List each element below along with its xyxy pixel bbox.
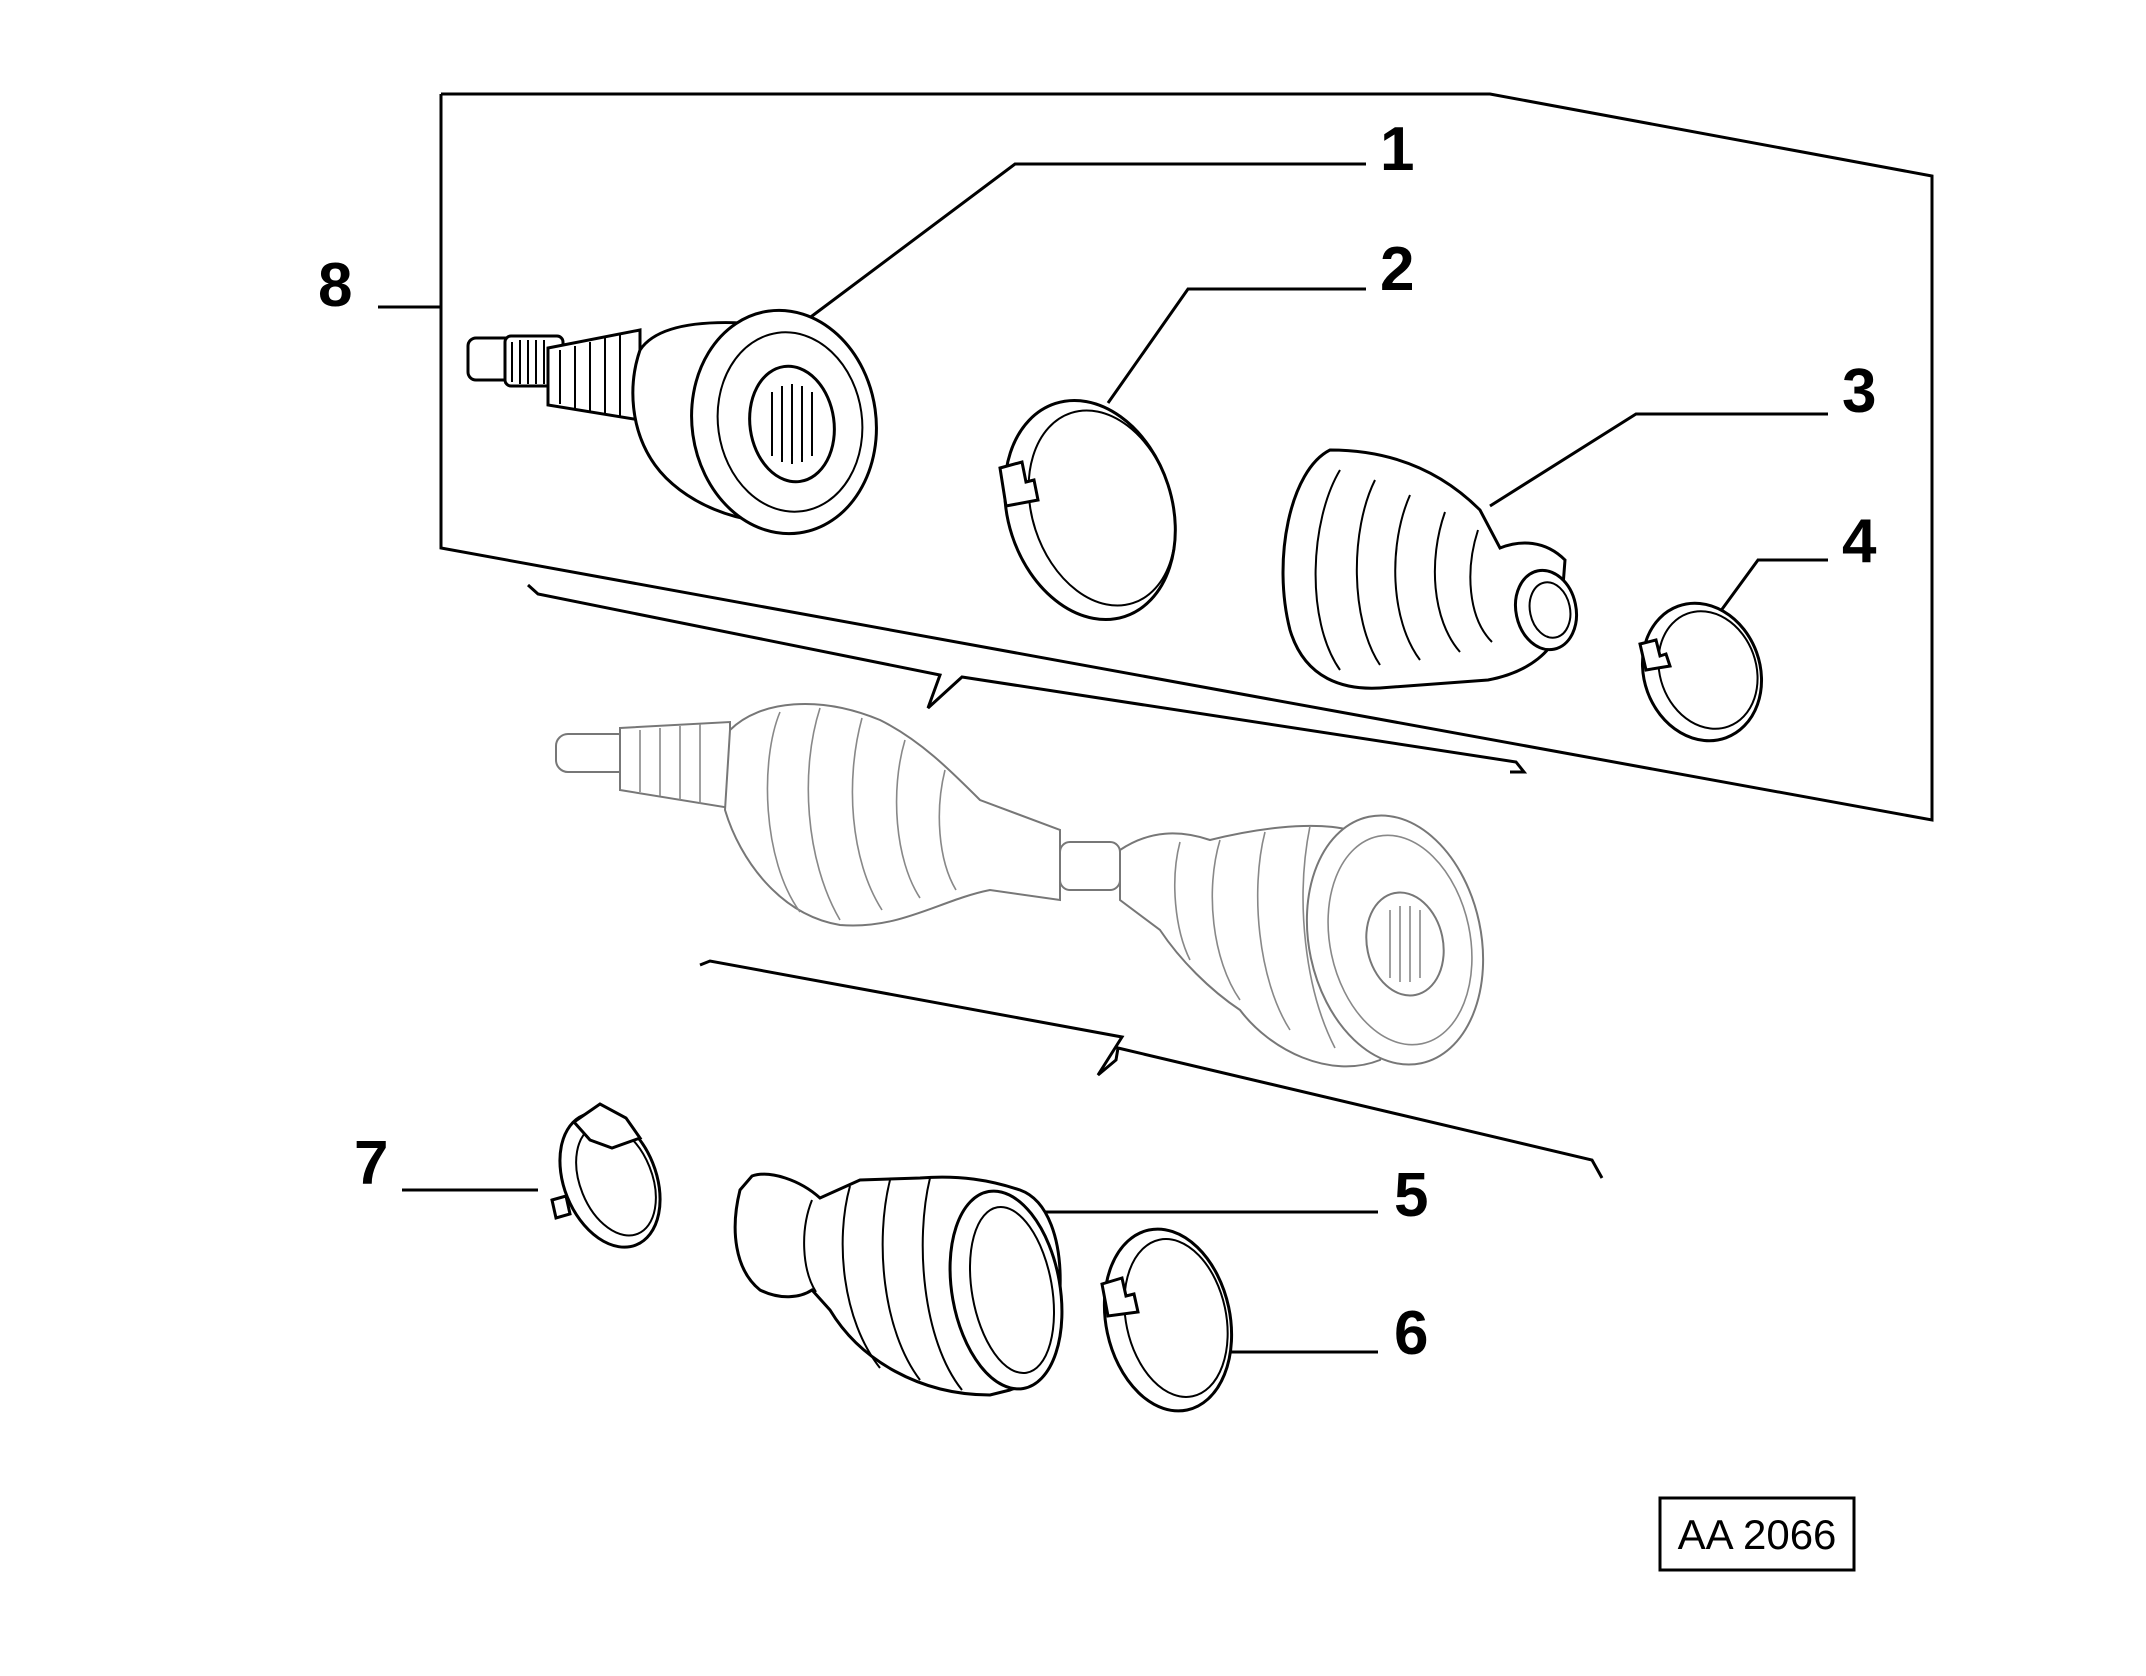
leader-4 bbox=[1718, 558, 1828, 613]
lower-installation-bracket bbox=[699, 959, 1604, 1179]
leader-lines bbox=[378, 162, 1828, 1354]
callout-6: 6 bbox=[1394, 1299, 1428, 1368]
callout-8: 8 bbox=[318, 251, 352, 320]
small-band-clamp-icon bbox=[1638, 601, 1764, 743]
reference-code-box: AA 2066 bbox=[1658, 1496, 1856, 1572]
leader-2 bbox=[1106, 287, 1366, 404]
callout-labels: 1 2 3 4 5 6 7 8 bbox=[318, 115, 1877, 1368]
callout-5: 5 bbox=[1394, 1161, 1428, 1230]
callout-4: 4 bbox=[1842, 507, 1877, 576]
outer-cv-joint-icon bbox=[466, 308, 878, 536]
callout-7: 7 bbox=[354, 1129, 388, 1198]
leader-3 bbox=[1489, 412, 1828, 508]
inner-boot-icon bbox=[733, 1172, 1064, 1397]
ear-clamp-icon bbox=[550, 1102, 662, 1249]
kit-enclosure-outline bbox=[439, 92, 1934, 822]
callout-3: 3 bbox=[1842, 357, 1876, 426]
large-band-clamp-icon bbox=[998, 399, 1177, 621]
band-clamp-icon bbox=[1100, 1227, 1234, 1413]
callout-1: 1 bbox=[1380, 115, 1414, 184]
leader-1 bbox=[791, 162, 1366, 333]
drive-shaft-assembly-icon bbox=[555, 703, 1485, 1068]
reference-code: AA 2066 bbox=[1678, 1511, 1837, 1558]
upper-installation-bracket bbox=[526, 583, 1528, 774]
callout-2: 2 bbox=[1380, 235, 1414, 304]
outer-boot-icon bbox=[1281, 448, 1579, 690]
